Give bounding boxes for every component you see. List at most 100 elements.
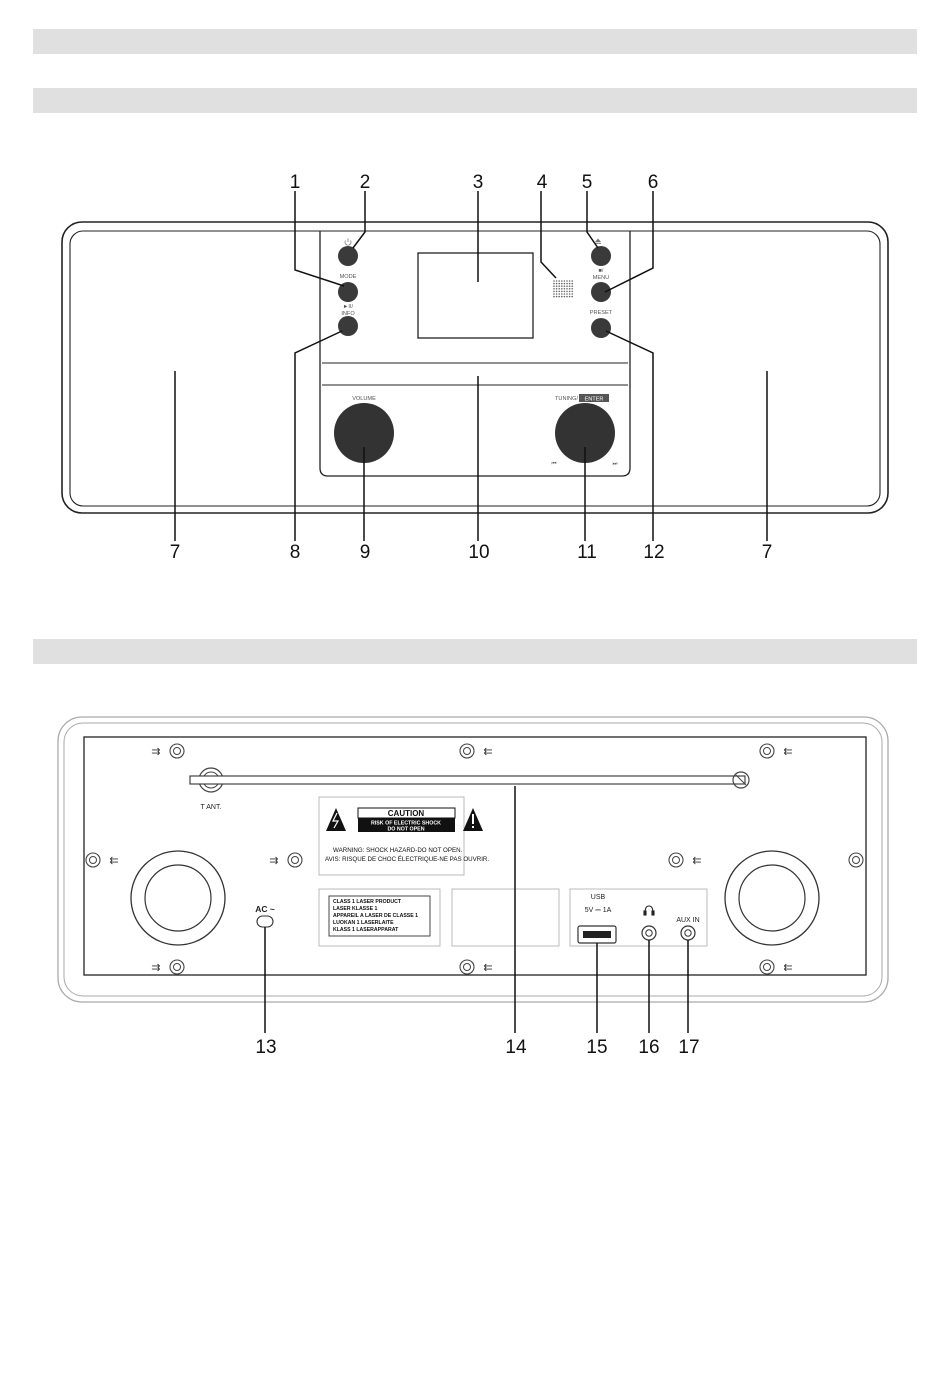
arrow-right-icon: ⇉ bbox=[151, 961, 160, 974]
callout-15: 15 bbox=[586, 1037, 607, 1058]
sensor-dot bbox=[561, 295, 563, 298]
menu-label-1: ■/ bbox=[599, 268, 604, 274]
sensor-dot bbox=[561, 282, 563, 285]
arrow-left-icon: ⇇ bbox=[483, 745, 492, 758]
preset-label: PRESET bbox=[590, 310, 613, 316]
antenna-label: T ANT. bbox=[201, 804, 222, 811]
ir-sensor bbox=[553, 280, 573, 298]
callout-3: 3 bbox=[473, 172, 484, 193]
screw-inner bbox=[173, 963, 181, 971]
sensor-dot bbox=[571, 290, 573, 293]
caution-avis: AVIS: RISQUE DE CHOC ÉLECTRIQUE-NE PAS O… bbox=[325, 856, 489, 863]
sensor-dot bbox=[553, 295, 555, 298]
arrow-left-icon: ⇇ bbox=[783, 745, 792, 758]
screw-inner bbox=[672, 856, 680, 864]
power-button[interactable] bbox=[338, 246, 358, 266]
sensor-dot bbox=[555, 293, 558, 295]
screw-inner bbox=[463, 963, 471, 971]
arrow-left-icon: ⇇ bbox=[783, 961, 792, 974]
aux-label: AUX IN bbox=[676, 917, 699, 924]
callout-14: 14 bbox=[505, 1037, 527, 1058]
sensor-dot bbox=[555, 280, 558, 282]
caution-title: CAUTION bbox=[388, 809, 425, 818]
screw bbox=[169, 959, 185, 975]
laser-line-3: APPAREIL A LASER DE CLASSE 1 bbox=[333, 913, 418, 919]
caution-line-1: RISK OF ELECTRIC SHOCK bbox=[371, 821, 441, 827]
sensor-dot bbox=[553, 282, 555, 285]
next-icon: ⏭ bbox=[612, 461, 617, 467]
callout-8: 8 bbox=[290, 542, 301, 563]
sensor-dot bbox=[558, 288, 560, 290]
caution-line-2: DO NOT OPEN bbox=[387, 827, 424, 833]
callout-2: 2 bbox=[360, 172, 371, 193]
volume-label: VOLUME bbox=[352, 396, 376, 402]
screw bbox=[85, 852, 101, 868]
sensor-dot bbox=[563, 295, 566, 298]
volume-knob[interactable] bbox=[334, 403, 394, 463]
ac-label: AC ~ bbox=[255, 904, 275, 914]
sensor-dot bbox=[568, 290, 571, 293]
eject-button[interactable] bbox=[591, 246, 611, 266]
callout-13: 13 bbox=[255, 1037, 276, 1058]
sensor-dot bbox=[563, 280, 566, 282]
callout-7-left: 7 bbox=[170, 542, 181, 563]
laser-line-1: CLASS 1 LASER PRODUCT bbox=[333, 899, 402, 905]
sensor-dot bbox=[571, 282, 573, 285]
sensor-dot bbox=[558, 285, 560, 288]
io-panel bbox=[569, 888, 708, 947]
arrow-right-icon: ⇉ bbox=[151, 745, 160, 758]
tuning-label: TUNING/ bbox=[555, 396, 578, 402]
mode-button[interactable] bbox=[338, 282, 358, 302]
front-callouts: 1 2 3 4 5 6 7 8 9 10 11 12 7 bbox=[170, 172, 773, 563]
sensor-dot bbox=[555, 288, 558, 290]
sensor-dot bbox=[558, 280, 560, 282]
sensor-dot bbox=[555, 282, 558, 285]
callout-1: 1 bbox=[290, 172, 301, 193]
screws: ⇉⇇⇇⇇⇉⇇⇉⇇⇇ bbox=[85, 743, 864, 975]
rear-leader-lines bbox=[264, 786, 689, 1033]
sensor-dot bbox=[553, 288, 555, 290]
callout-7-right: 7 bbox=[762, 542, 773, 563]
prev-icon: ⏮ bbox=[551, 461, 556, 467]
sensor-dot bbox=[568, 288, 571, 290]
sensor-dot bbox=[561, 285, 563, 288]
antenna bbox=[189, 767, 750, 793]
play-info-label-2: INFO bbox=[341, 311, 355, 317]
sensor-dot bbox=[563, 290, 566, 293]
sensor-dot bbox=[566, 293, 568, 295]
header-bar-3 bbox=[33, 639, 917, 664]
sensor-dot bbox=[571, 288, 573, 290]
sensor-dot bbox=[563, 285, 566, 288]
arrow-right-icon: ⇉ bbox=[269, 854, 278, 867]
sensor-dot bbox=[568, 285, 571, 288]
stop-menu-button[interactable] bbox=[591, 282, 611, 302]
callout-5: 5 bbox=[582, 172, 593, 193]
screw-inner bbox=[291, 856, 299, 864]
front-view: MODE ►II/ INFO ■/ MENU PRESET VOLUME TUN… bbox=[61, 172, 889, 563]
control-panel bbox=[319, 231, 631, 477]
play-info-button[interactable] bbox=[338, 316, 358, 336]
callout-11: 11 bbox=[577, 542, 597, 563]
sensor-dot bbox=[555, 285, 558, 288]
laser-line-4: LUOKAN 1 LASERLAITE bbox=[333, 920, 394, 926]
sensor-dot bbox=[553, 285, 555, 288]
laser-line-2: LASER KLASSE 1 bbox=[333, 906, 378, 912]
mode-label: MODE bbox=[340, 274, 357, 280]
sensor-dot bbox=[558, 295, 560, 298]
enter-label: ENTER bbox=[585, 397, 604, 403]
sensor-dot bbox=[561, 288, 563, 290]
arrow-left-icon: ⇇ bbox=[692, 854, 701, 867]
rear-view: T ANT. ⇉⇇⇇⇇⇉⇇⇉⇇⇇ CAUTION RISK OF ELECTRI… bbox=[57, 716, 889, 1058]
arrow-left-icon: ⇇ bbox=[109, 854, 118, 867]
sensor-dot bbox=[566, 290, 568, 293]
rear-callouts: 13 14 15 16 17 bbox=[255, 1037, 699, 1058]
ac-socket[interactable] bbox=[256, 915, 274, 928]
sensor-dot bbox=[555, 290, 558, 293]
sensor-dot bbox=[563, 293, 566, 295]
preset-button[interactable] bbox=[591, 318, 611, 338]
screw bbox=[459, 743, 475, 759]
tuning-enter-knob[interactable] bbox=[555, 403, 615, 463]
sensor-dot bbox=[568, 280, 571, 282]
speaker-right bbox=[724, 850, 820, 946]
callout-10: 10 bbox=[468, 542, 489, 563]
